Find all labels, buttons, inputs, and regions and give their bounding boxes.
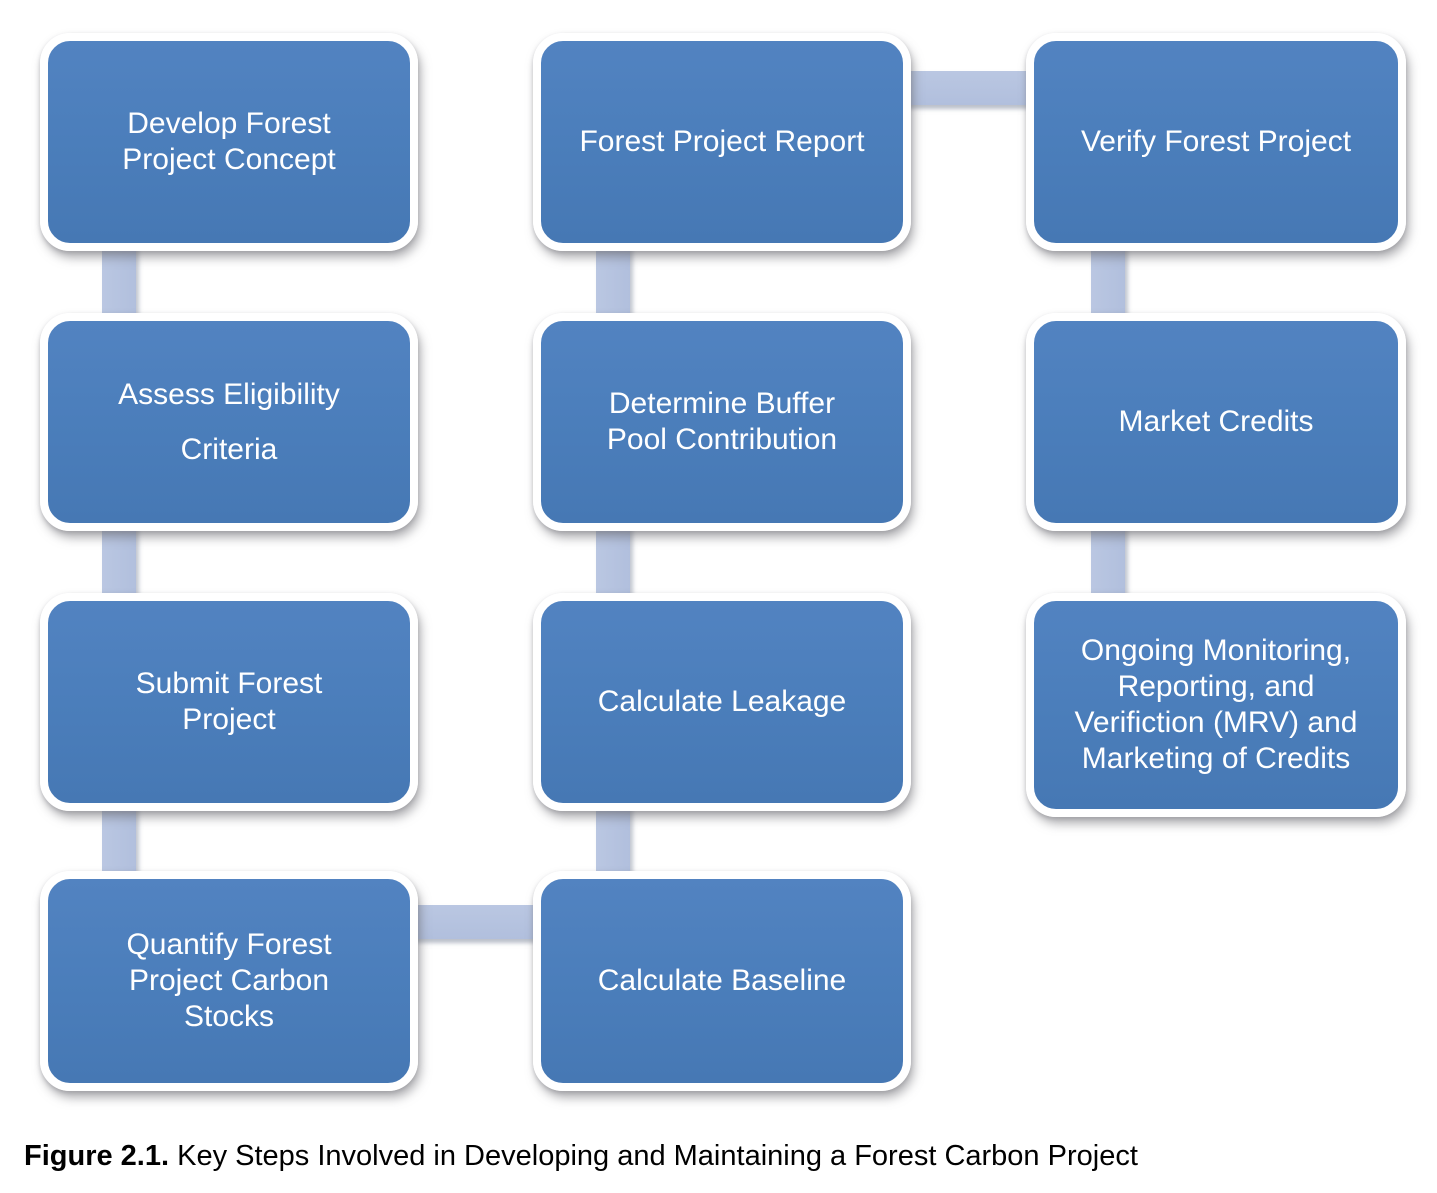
step-label: Verify Forest Project xyxy=(1080,125,1352,158)
figure-caption-label: Figure 2.1. xyxy=(24,1140,170,1172)
step-submit-forest-project: Submit Forest Project xyxy=(40,593,418,811)
connector-report-to-verify xyxy=(897,71,1039,105)
step-quantify-forest-project-carbon-stocks: Quantify Forest Project Carbon Stocks xyxy=(40,871,418,1091)
step-forest-project-report: Forest Project Report xyxy=(533,33,911,251)
step-label: Ongoing Monitoring, Reporting, and Verif… xyxy=(1074,634,1358,775)
connector-col1-row3-row4 xyxy=(102,803,136,879)
step-ongoing-mrv-and-marketing-of-credits: Ongoing Monitoring, Reporting, and Verif… xyxy=(1026,593,1406,817)
connector-col2-row3-row2 xyxy=(596,523,630,601)
connector-quantify-to-calculate-baseline xyxy=(408,905,548,939)
connector-col3-row2-row3 xyxy=(1091,523,1125,601)
step-verify-forest-project: Verify Forest Project xyxy=(1026,33,1406,251)
step-label: Market Credits xyxy=(1118,405,1314,438)
step-calculate-leakage: Calculate Leakage xyxy=(533,593,911,811)
connector-col1-row1-row2 xyxy=(102,243,136,321)
step-determine-buffer-pool-contribution: Determine Buffer Pool Contribution xyxy=(533,313,911,531)
figure-caption: Figure 2.1. Key Steps Involved in Develo… xyxy=(24,1140,1138,1173)
connector-col2-row2-row1 xyxy=(596,243,630,321)
step-label: Submit Forest Project xyxy=(135,667,323,736)
step-develop-forest-project-concept: Develop Forest Project Concept xyxy=(40,33,418,251)
step-label: Quantify Forest Project Carbon Stocks xyxy=(126,928,332,1033)
step-label: Forest Project Report xyxy=(579,125,865,158)
step-label: Develop Forest Project Concept xyxy=(122,107,336,176)
step-label: Determine Buffer Pool Contribution xyxy=(606,387,838,456)
step-market-credits: Market Credits xyxy=(1026,313,1406,531)
step-assess-eligibility-criteria: Assess Eligibility Criteria xyxy=(40,313,418,531)
step-label: Calculate Baseline xyxy=(597,964,847,997)
figure-caption-text: Key Steps Involved in Developing and Mai… xyxy=(177,1140,1138,1172)
step-calculate-baseline: Calculate Baseline xyxy=(533,871,911,1091)
connector-col3-row1-row2 xyxy=(1091,243,1125,321)
step-label: Calculate Leakage xyxy=(597,685,847,718)
step-label: Assess Eligibility Criteria xyxy=(118,378,340,466)
connector-col2-row4-row3 xyxy=(596,803,630,879)
connector-col1-row2-row3 xyxy=(102,523,136,601)
